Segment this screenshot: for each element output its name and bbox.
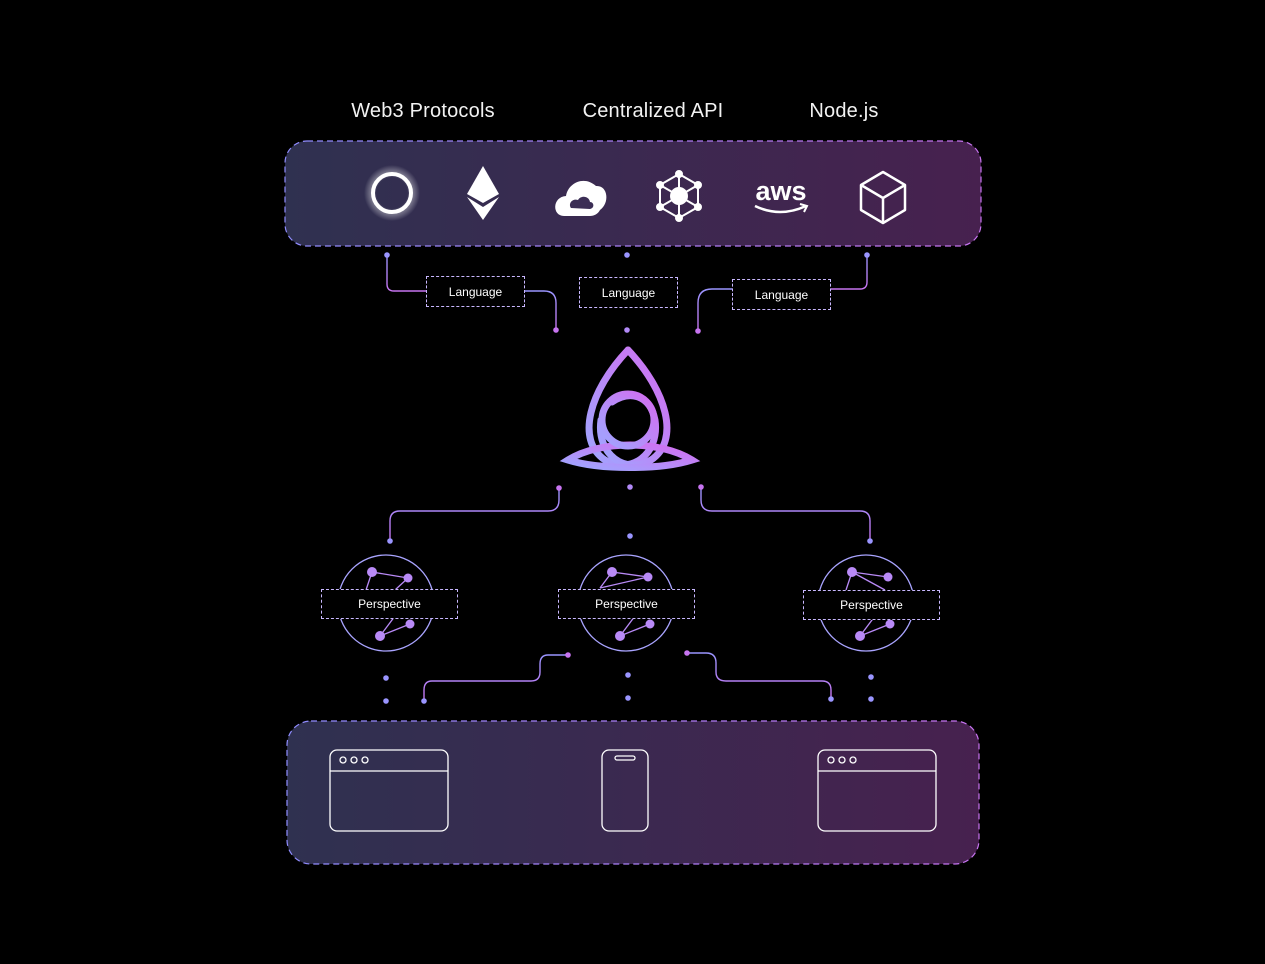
ethereum-icon: [467, 166, 499, 220]
aws-icon: aws: [754, 176, 809, 214]
browser-window-icon-right: [817, 749, 937, 832]
triquetra-logo: [559, 346, 701, 471]
language-box-1: Language: [426, 276, 525, 307]
centralized-api-label: Centralized API: [582, 100, 724, 122]
language-box-2: Language: [579, 277, 678, 308]
browser-window-icon-left: [329, 749, 449, 832]
web3-protocols-label: Web3 Protocols: [351, 100, 495, 122]
nodejs-label: Node.js: [809, 100, 879, 122]
language-box-3: Language: [732, 279, 831, 310]
aws-text: aws: [755, 176, 806, 206]
perspective-box-2: Perspective: [558, 589, 695, 619]
data-sources-panel: [284, 140, 982, 247]
nodejs-cube-icon: [859, 170, 907, 225]
google-cloud-icon: [555, 180, 607, 216]
ceramic-ring-icon: [364, 165, 420, 221]
perspective-box-3: Perspective: [803, 590, 940, 620]
connector-lines: [385, 255, 872, 701]
mobile-phone-icon: [601, 749, 649, 832]
apps-panel: [286, 720, 980, 865]
connector-dots: [383, 252, 874, 704]
holochain-network-icon: [656, 170, 702, 222]
perspective-box-1: Perspective: [321, 589, 458, 619]
